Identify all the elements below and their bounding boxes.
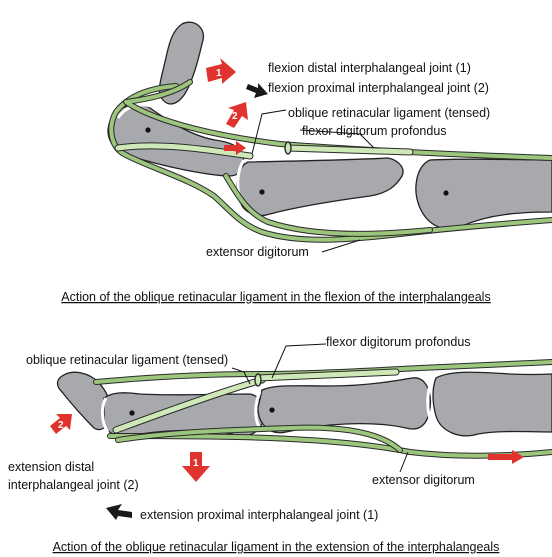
bottom-label-fdp: flexor digitorum profondus [326,335,471,349]
bottom-arrow-small [488,450,524,464]
bottom-extensor-band-fill [116,425,402,452]
top-arrow-small [224,141,246,155]
bottom-ed-leader [399,451,409,473]
top-fdp-sheath-end [284,141,292,155]
top-mcp-joint [407,159,418,215]
bottom-figure: 2 1 flexor digitorum profondus oblique r… [8,335,552,554]
top-middle-phalanx [107,104,245,177]
top-dot-metacarpal [443,190,449,196]
bottom-arrow-2-number: 2 [58,420,64,431]
top-metacarpal [415,158,552,230]
bottom-dot-middle [129,410,135,416]
top-distal-phalanx [158,21,205,105]
bottom-orl-fill [113,377,265,433]
bottom-dip-joint [100,397,110,433]
bottom-label-ed: extensor digitorum [372,473,475,487]
top-label-flexion-dip: flexion distal interphalangeal joint (1) [268,61,471,75]
bottom-arrow-1: 1 [182,452,210,482]
top-arrow-2: 2 [226,102,248,128]
bottom-metacarpal [432,371,552,437]
top-extensor-band-fill [224,174,432,236]
bottom-fdp-sheath-end [254,373,262,387]
top-label-orl: oblique retinacular ligament (tensed) [288,106,490,120]
top-dot-proximal [259,189,265,195]
bottom-fdp-leader [271,343,327,379]
top-caption: Action of the oblique retinacular ligame… [61,290,490,304]
top-arrow-1: 1 [206,58,236,84]
bottom-arrow-2: 2 [50,414,72,434]
top-orl-leader [251,109,287,155]
bottom-mcp-joint [426,379,436,429]
bottom-fdp-sheath-fill [255,369,399,381]
top-ed-leader [321,239,361,253]
bottom-black-arrow [106,504,132,520]
top-figure: 1 2 flexion distal interphalangeal joint… [61,21,552,304]
bottom-label-orl: oblique retinacular ligament (tensed) [26,353,228,367]
top-proximal-phalanx [236,157,404,217]
top-dot-middle [145,127,151,133]
top-arrow-1-number: 1 [216,68,222,79]
bottom-volar-band-fill [108,434,552,458]
bottom-label-ext-pip: extension proximal interphalangeal joint… [140,508,378,522]
bottom-orl-leader [231,367,251,385]
bottom-caption: Action of the oblique retinacular ligame… [53,540,500,554]
bottom-dot-proximal [269,407,275,413]
top-label-flexion-pip: flexion proximal interphalangeal joint (… [268,81,489,95]
top-dorsal-line-fill [124,80,552,160]
bottom-proximal-phalanx [257,377,432,434]
bottom-label-ext-dip-1: extension distal [8,460,94,474]
top-fdp-sheath-fill [285,145,413,155]
top-label-fdp: flexor digitorum profondus [302,124,447,138]
bottom-volar-band [107,433,552,459]
top-arrow-2-number: 2 [232,111,238,122]
top-fdp-leader [299,129,375,149]
top-black-arrow [246,83,268,98]
top-label-ed: extensor digitorum [206,245,309,259]
bottom-arrow-1-number: 1 [193,458,199,469]
bottom-label-ext-dip-2: interphalangeal joint (2) [8,478,139,492]
